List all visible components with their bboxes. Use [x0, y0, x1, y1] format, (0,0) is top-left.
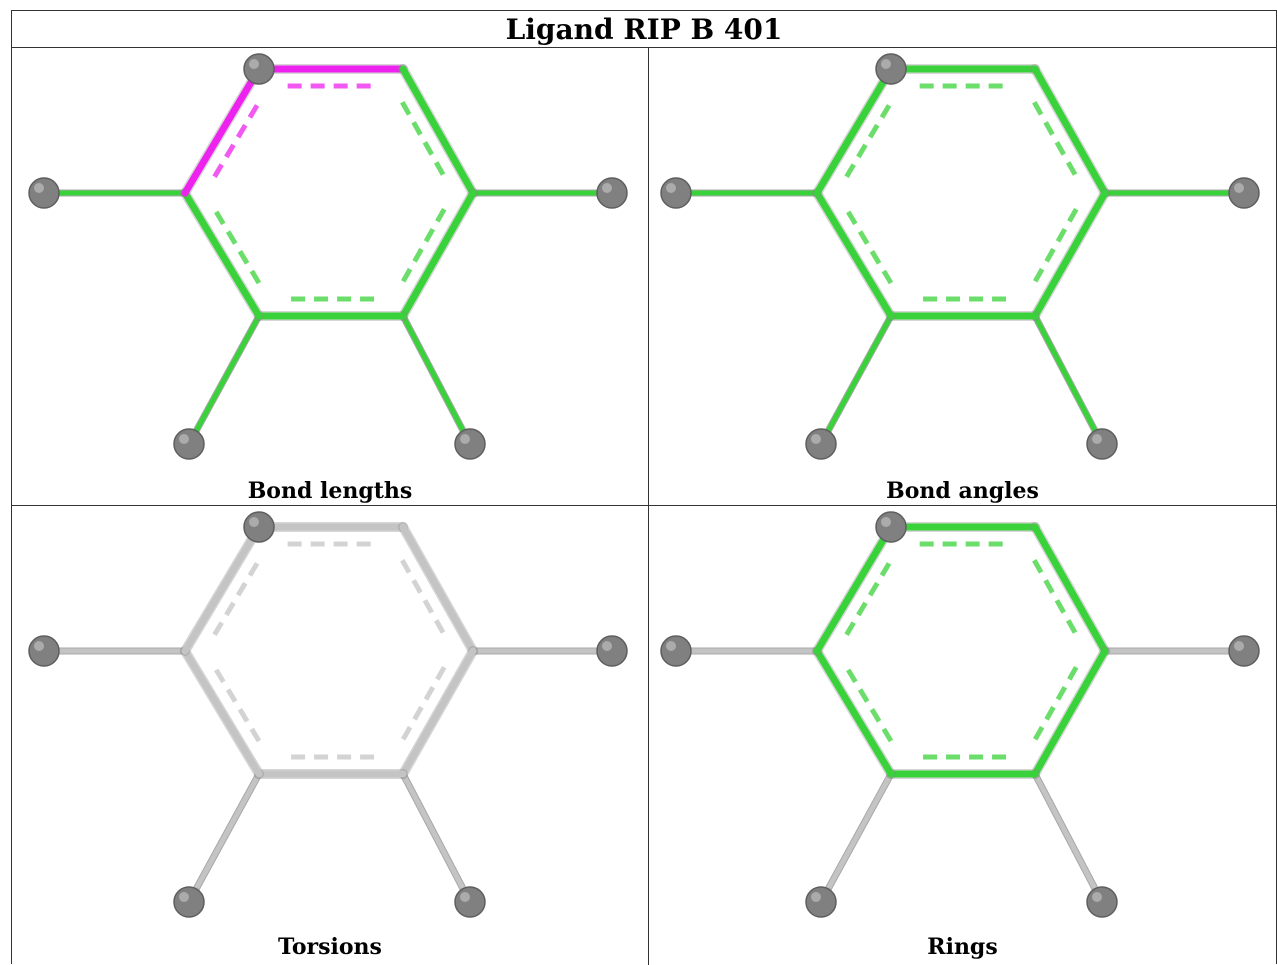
atom-sphere [28, 635, 60, 667]
ring-bond [181, 647, 263, 778]
ring-bond [399, 189, 477, 320]
atom-highlight [460, 892, 470, 902]
atom-highlight [249, 517, 259, 527]
aromatic-dash [400, 101, 447, 178]
ring-bond [1031, 65, 1109, 197]
ring-bond [1031, 189, 1109, 320]
atom-sphere [805, 886, 837, 918]
ligand-title: Ligand RIP B 401 [12, 11, 1276, 48]
aromatic-dash [212, 100, 262, 178]
panel-bond-lengths: Bond lengths [12, 48, 649, 506]
substituent-bond [186, 313, 262, 447]
aromatic-dash [844, 100, 894, 178]
molecule-bond-angles [660, 53, 1260, 460]
atom-sphere [454, 886, 486, 918]
aromatic-dash [844, 207, 894, 285]
molecule-rings [660, 511, 1260, 918]
atom-highlight [1234, 641, 1244, 651]
atom-sphere [596, 177, 628, 209]
molecule-torsions [28, 511, 628, 918]
caption-bond-lengths: Bond lengths [247, 478, 413, 504]
atom-highlight [1092, 892, 1102, 902]
atom-sphere [660, 635, 692, 667]
aromatic-dash [844, 665, 894, 743]
aromatic-dash [400, 207, 447, 285]
atom-sphere [596, 635, 628, 667]
ring-bond [1031, 647, 1109, 778]
atom-highlight [602, 183, 612, 193]
ring-bond [1031, 523, 1109, 655]
ligand-report-table: Ligand RIP B 401 Bond lengths Bond angle… [11, 10, 1277, 965]
atom-highlight [179, 892, 189, 902]
ring-bond [813, 189, 895, 320]
ring-bond [399, 647, 477, 778]
atom-highlight [1234, 183, 1244, 193]
atom-highlight [179, 434, 189, 444]
ring-bond [399, 65, 477, 197]
ring-bond [813, 65, 895, 197]
substituent-bond [818, 313, 894, 447]
aromatic-dash [1032, 559, 1079, 636]
atom-highlight [1092, 434, 1102, 444]
caption-bond-angles: Bond angles [886, 478, 1039, 504]
atom-highlight [811, 892, 821, 902]
atom-sphere [28, 177, 60, 209]
atom-highlight [34, 641, 44, 651]
atom-highlight [249, 59, 259, 69]
substituent-bond [400, 771, 473, 905]
atom-sphere [173, 428, 205, 460]
atom-sphere [1086, 428, 1118, 460]
atom-sphere [1228, 635, 1260, 667]
atom-highlight [460, 434, 470, 444]
atom-sphere [805, 428, 837, 460]
atom-sphere [660, 177, 692, 209]
caption-torsions: Torsions [278, 934, 382, 960]
panel-rings: Rings [649, 506, 1276, 965]
atom-sphere [1228, 177, 1260, 209]
aromatic-dash [400, 665, 447, 743]
atom-sphere [243, 511, 275, 543]
aromatic-dash [212, 558, 262, 636]
atom-highlight [881, 59, 891, 69]
caption-rings: Rings [927, 934, 998, 960]
atom-sphere [1086, 886, 1118, 918]
substituent-bond [400, 313, 473, 447]
atom-highlight [34, 183, 44, 193]
atom-highlight [666, 641, 676, 651]
atom-highlight [666, 183, 676, 193]
ring-bond [181, 65, 263, 197]
ring-bond [399, 523, 477, 655]
panel-torsions: Torsions [12, 506, 649, 965]
atom-sphere [173, 886, 205, 918]
ring-bond [813, 647, 895, 778]
substituent-bond [186, 771, 262, 905]
panel-bond-angles: Bond angles [649, 48, 1276, 506]
aromatic-dash [212, 207, 262, 285]
atom-sphere [875, 511, 907, 543]
atom-highlight [602, 641, 612, 651]
substituent-bond [1032, 771, 1105, 905]
atom-sphere [875, 53, 907, 85]
ring-bond [181, 523, 263, 655]
ring-bond [181, 189, 263, 320]
atom-highlight [811, 434, 821, 444]
ring-bond [813, 523, 895, 655]
substituent-bond [1032, 313, 1105, 447]
aromatic-dash [844, 558, 894, 636]
aromatic-dash [212, 665, 262, 743]
aromatic-dash [1032, 665, 1079, 743]
aromatic-dash [1032, 101, 1079, 178]
atom-sphere [243, 53, 275, 85]
aromatic-dash [1032, 207, 1079, 285]
atom-highlight [881, 517, 891, 527]
aromatic-dash [400, 559, 447, 636]
molecule-bond-lengths [28, 53, 628, 460]
substituent-bond [818, 771, 894, 905]
atom-sphere [454, 428, 486, 460]
